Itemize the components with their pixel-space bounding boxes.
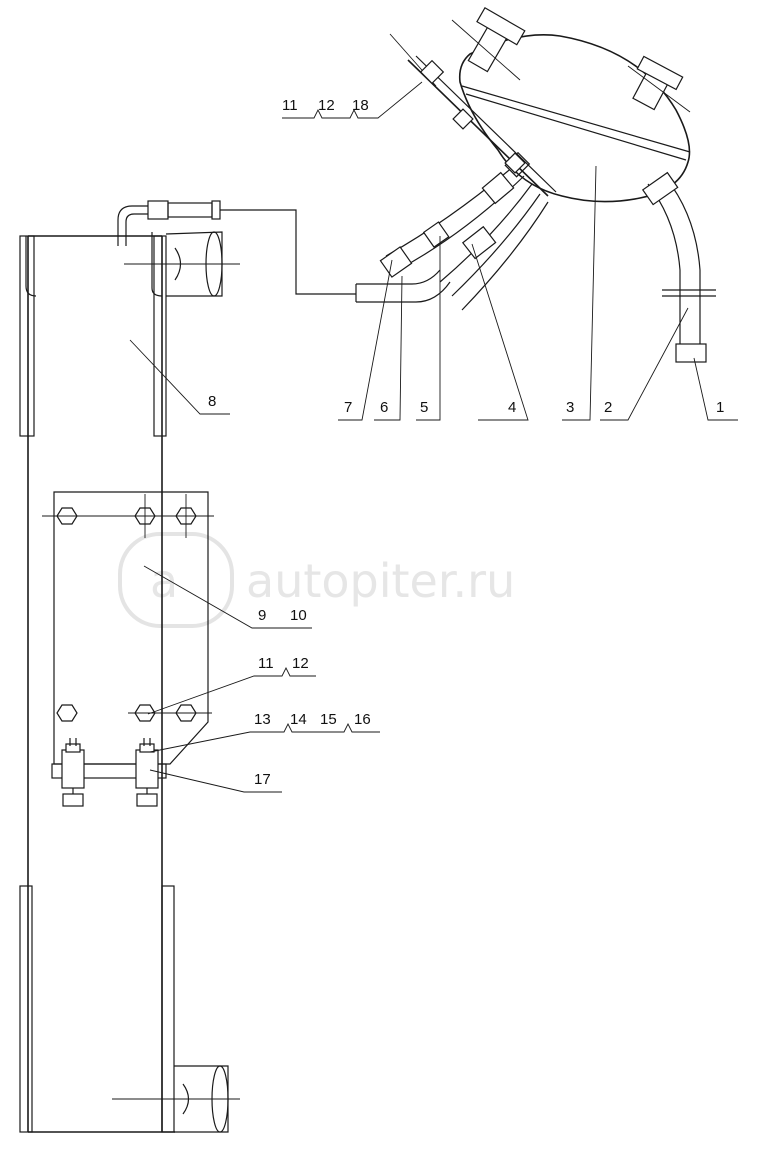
label-18: 18 (352, 97, 369, 114)
label-4: 4 (508, 399, 516, 416)
bolt-holes (42, 494, 214, 722)
label-14: 14 (290, 711, 307, 728)
label-10: 10 (290, 607, 307, 624)
label-11: 11 (258, 655, 274, 672)
label-7: 7 (344, 399, 352, 416)
watermark: a autopiter.ru (118, 532, 515, 628)
label-1: 1 (716, 399, 724, 416)
label-13: 13 (254, 711, 271, 728)
label-12: 12 (292, 655, 309, 672)
vent-pipe (220, 209, 451, 303)
bolt-assembly-left (61, 738, 85, 807)
watermark-logo-letter: a (150, 554, 178, 608)
bolt-assembly-right (135, 738, 159, 807)
mounting-plate (42, 491, 214, 807)
label-17: 17 (254, 771, 271, 788)
label-3: 3 (566, 399, 574, 416)
label-6: 6 (380, 399, 388, 416)
label-5: 5 (420, 399, 428, 416)
label-12-top: 12 (318, 97, 335, 114)
radiator-frame (19, 200, 240, 1133)
callouts: 11 12 18 7 6 5 4 3 2 1 8 9 10 11 12 (129, 81, 738, 793)
hose-bundle (379, 151, 549, 311)
label-16: 16 (354, 711, 371, 728)
watermark-text: autopiter.ru (246, 554, 515, 608)
label-9: 9 (258, 607, 266, 624)
label-11-top: 11 (282, 97, 298, 114)
label-2: 2 (604, 399, 612, 416)
label-8: 8 (208, 393, 216, 410)
label-15: 15 (320, 711, 337, 728)
expansion-tank (389, 7, 716, 363)
watermark-logo (118, 532, 234, 628)
